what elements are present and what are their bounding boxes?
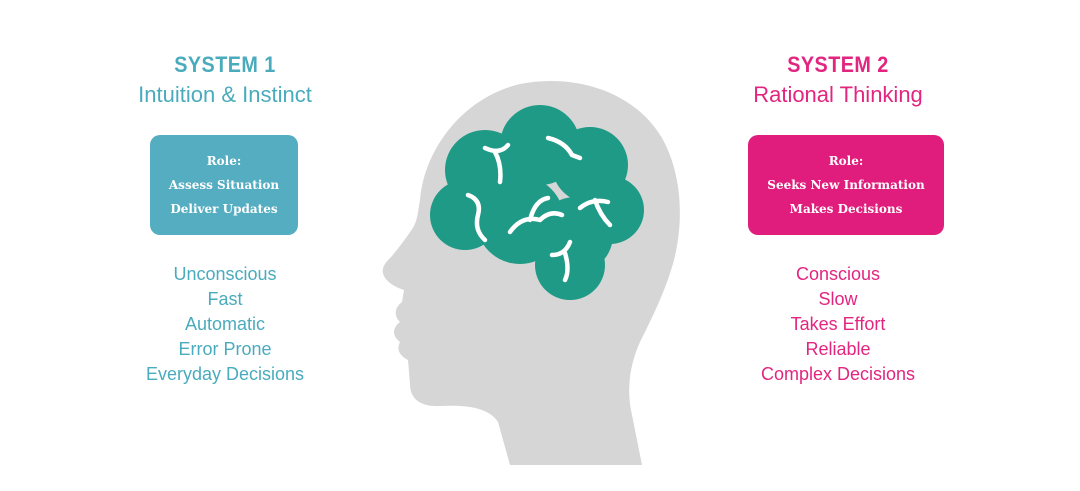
- system2-subtitle: Rational Thinking: [753, 82, 923, 107]
- system2-trait: Takes Effort: [790, 314, 886, 334]
- head-with-brain-icon: [382, 80, 680, 465]
- system1-trait: Error Prone: [178, 339, 272, 359]
- system1-title: SYSTEM 1: [174, 52, 276, 77]
- system1-role-line: Deliver Updates: [170, 202, 278, 216]
- system2-title: SYSTEM 2: [787, 52, 889, 77]
- system1-trait: Everyday Decisions: [145, 364, 305, 384]
- system1-trait: Unconscious: [173, 264, 277, 284]
- system2-role-line: Seeks New Information: [767, 178, 925, 192]
- system2-trait: Complex Decisions: [760, 364, 916, 384]
- system1-trait: Automatic: [184, 314, 266, 334]
- system2-role-box: Role: Seeks New Information Makes Decisi…: [748, 135, 944, 235]
- system1-role-heading: Role:: [206, 154, 242, 168]
- system1-role-line: Assess Situation: [168, 178, 280, 192]
- system2-role-heading: Role:: [828, 154, 864, 168]
- system2-trait: Reliable: [805, 339, 871, 359]
- system1-role-box: Role: Assess Situation Deliver Updates: [150, 135, 298, 235]
- system2-trait: Conscious: [795, 264, 881, 284]
- brain-icon: [430, 105, 644, 300]
- system1-traits-list: Unconscious Fast Automatic Error Prone E…: [75, 262, 375, 387]
- system2-traits-list: Conscious Slow Takes Effort Reliable Com…: [688, 262, 988, 387]
- system2-role-line: Makes Decisions: [789, 202, 903, 216]
- system2-trait: Slow: [818, 289, 858, 309]
- system1-subtitle: Intuition & Instinct: [138, 82, 312, 107]
- system1-trait: Fast: [207, 289, 243, 309]
